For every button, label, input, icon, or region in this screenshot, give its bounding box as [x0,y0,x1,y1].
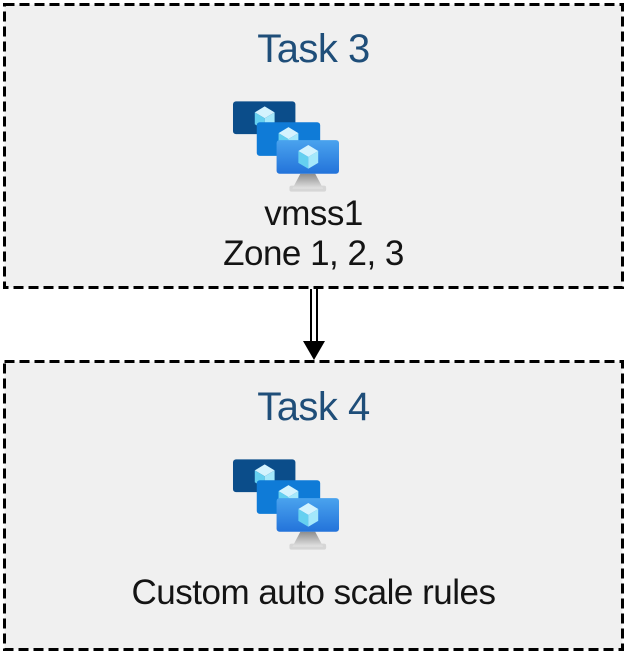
vm-scale-sets-icon [232,101,339,192]
arrow-head [303,341,325,360]
cube-left-face [298,508,309,527]
task3-title: Task 3 [257,27,370,71]
vmss-name-label: vmss1 [264,194,363,233]
zones-label: Zone 1, 2, 3 [223,234,404,273]
task3-label: vmss1 Zone 1, 2, 3 [3,194,624,274]
cube-top-face [254,106,275,119]
task4-label: Custom auto scale rules [3,573,624,613]
cube-top-face [298,145,319,157]
vm-scale-sets-icon [232,459,339,550]
cube-right-face [308,150,319,169]
cube-top-face [298,503,319,515]
cube-top-face [278,127,299,140]
monitor-stand [292,531,324,547]
task4-box: Task 4 [3,360,624,651]
autoscale-rules-label: Custom auto scale rules [131,573,496,612]
monitor-stand [292,173,324,189]
cube-top-face [254,464,275,477]
cube-left-face [298,150,309,169]
cube-right-face [308,508,319,527]
down-arrow-connector [303,289,325,360]
task3-box: Task 3 [3,3,624,289]
task4-title: Task 4 [257,385,370,429]
cube-top-face [278,485,299,498]
